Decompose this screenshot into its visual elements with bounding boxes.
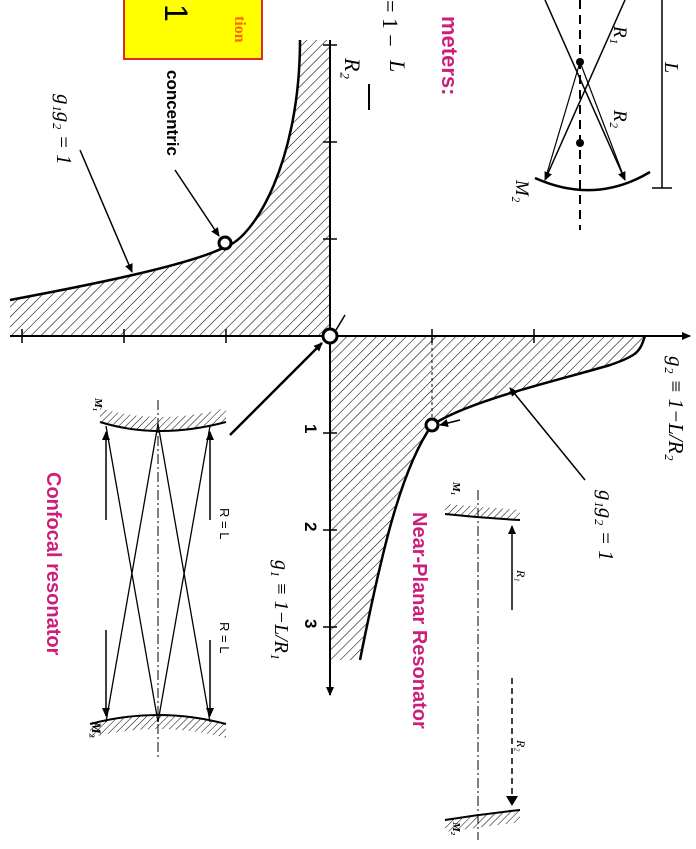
origin-tick-mark	[335, 314, 346, 331]
g1-tick-1: 1	[301, 424, 320, 434]
origin-point	[321, 327, 339, 345]
stable-region-upper	[10, 40, 330, 336]
near-planar-mirror-m2	[444, 809, 521, 821]
fraction-bar	[368, 84, 370, 110]
concentric-pointer	[174, 169, 220, 237]
near-planar-m2: M₂	[450, 822, 462, 836]
g1-axis-label: g₁ ≡ 1−L/R₁	[270, 560, 292, 660]
hyperbola-lower	[358, 335, 647, 661]
near-planar-mirror-m1	[444, 513, 521, 521]
near-planar-pointer	[439, 419, 461, 427]
confocal-title: Confocal resonator	[42, 472, 64, 656]
parameters-heading: meters:	[437, 16, 462, 96]
stable-region-lower	[330, 336, 645, 660]
confocal-r-left: R = L	[217, 508, 232, 540]
g1g2-upper-pointer	[79, 149, 133, 273]
g1-tick-3: 3	[301, 619, 320, 629]
concentric-label: concentric	[163, 70, 182, 156]
g1g2-upper-label: g₁g₂ = 1	[52, 94, 76, 165]
concentric-point	[217, 235, 233, 251]
g1-tick-2: 2	[301, 522, 320, 532]
top-note-box	[123, 0, 263, 60]
top-resonator	[534, 0, 672, 230]
top-resonator-r2: R₂	[609, 110, 630, 129]
near-planar-title: Near-Planar Resonator	[408, 512, 430, 729]
near-planar-m1: M₁	[450, 482, 462, 496]
top-resonator-r1: R₁	[609, 26, 630, 45]
confocal-m1: M₁	[92, 398, 104, 412]
near-planar-resonator	[444, 490, 521, 840]
formula-numerator: L	[385, 60, 410, 73]
top-resonator-m2: M₂	[511, 180, 532, 203]
confocal-pointer	[229, 342, 323, 436]
g2-axis-ticks	[21, 329, 535, 343]
confocal-resonator	[89, 400, 227, 760]
formula-denominator: R₂	[340, 58, 365, 80]
g1-axis-ticks	[323, 44, 337, 628]
confocal-r-right: R = L	[217, 622, 232, 654]
g1g2-lower-label: g₁g₂ = 1	[594, 490, 618, 561]
top-note-digit: 1	[158, 4, 194, 22]
near-planar-point	[424, 417, 440, 433]
near-planar-r1: R₁	[514, 570, 528, 582]
top-note-partial: tion	[231, 16, 248, 43]
confocal-m2: M₂	[89, 722, 104, 739]
near-planar-r2: R₂	[514, 740, 528, 752]
g2-axis-label: g₂ ≡ 1−L/R₂	[664, 356, 688, 461]
formula-fragment: = 1 −	[378, 0, 403, 47]
top-mirror-m2	[534, 170, 651, 192]
top-resonator-length: L	[660, 62, 682, 74]
confocal-mirror-m1	[99, 421, 227, 432]
g1g2-lower-pointer	[509, 387, 586, 481]
